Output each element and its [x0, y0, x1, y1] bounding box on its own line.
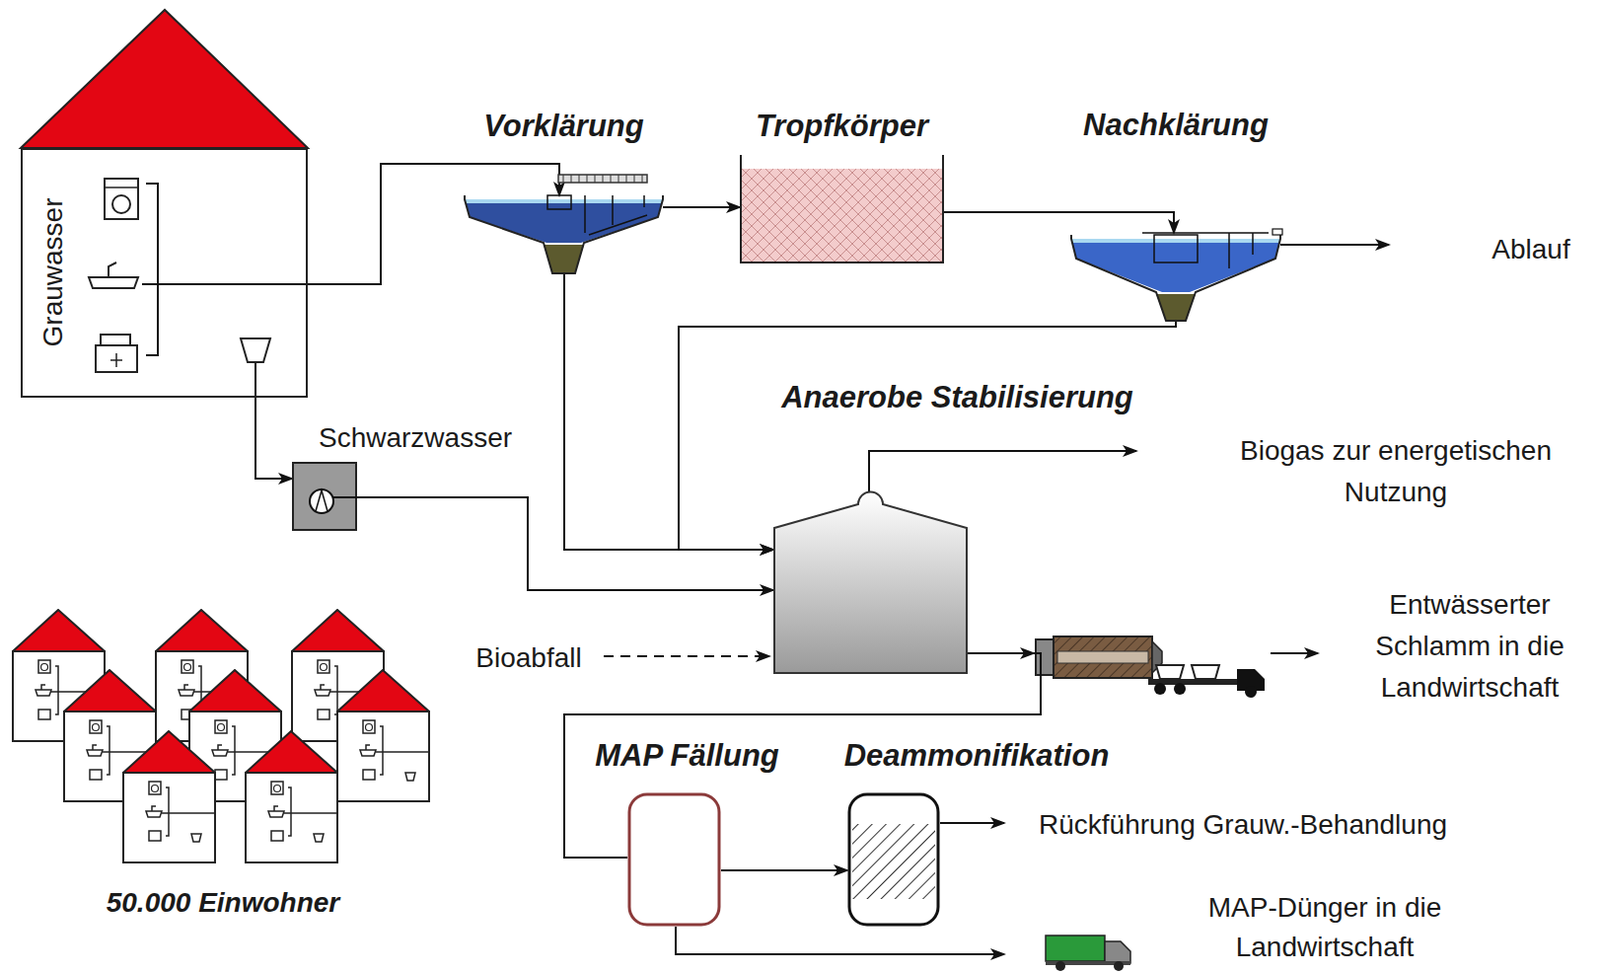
unit-heading: Schwarzwasser	[318, 422, 512, 454]
digester: Anaerobe Stabilisierung	[773, 490, 968, 674]
unit-heading: Deammonifikation	[844, 737, 1110, 774]
fertilizer-truck	[1045, 935, 1131, 971]
flow-label: Bioabfall	[454, 637, 603, 679]
settlement-houses	[12, 609, 430, 863]
vertical-label: Grauwasser	[37, 198, 70, 348]
trickling-filter: Tropfkörper	[739, 154, 945, 264]
flow-connector	[357, 497, 774, 590]
unit-heading: Nachklärung	[1083, 107, 1269, 144]
deammonification-reactor: Deammonifikation	[847, 792, 941, 927]
flow-label: MAP-Dünger in die Landwirtschaft	[1181, 887, 1468, 967]
flow-label: Ablauf	[1461, 228, 1600, 271]
flow-connector	[678, 320, 1176, 550]
flow-lines	[603, 244, 1389, 954]
secondary-clarifier: Nachklärung	[1071, 232, 1281, 321]
main-house	[20, 9, 308, 398]
flow-label: Rückführung Grauw.-Behandlung	[1038, 803, 1448, 846]
flow-connector	[564, 273, 774, 550]
dewatering-centrifuge	[1035, 636, 1168, 678]
flow-connector	[255, 397, 292, 479]
primary-clarifier: Vorklärung	[464, 195, 663, 274]
unit-heading: Anaerobe Stabilisierung	[781, 379, 1134, 416]
house-outline: Grauwasser	[20, 147, 308, 398]
unit-heading: Tropfkörper	[755, 108, 929, 145]
flow-label: 50.000 Einwohner	[65, 884, 381, 921]
precipitation-reactor: MAP Fällung	[627, 792, 722, 927]
unit-heading: Vorklärung	[483, 108, 645, 145]
flow-label: Biogas zur energetischen Nutzung	[1208, 430, 1584, 513]
pump-box: Schwarzwasser	[291, 461, 358, 531]
unit-heading: MAP Fällung	[594, 737, 780, 774]
flow-connector	[944, 212, 1174, 233]
flow-label: Entwässerter Schlamm in die Landwirtscha…	[1356, 583, 1584, 709]
flow-connector	[721, 869, 848, 872]
flow-connector	[662, 206, 740, 209]
sludge-truck	[1148, 664, 1265, 698]
